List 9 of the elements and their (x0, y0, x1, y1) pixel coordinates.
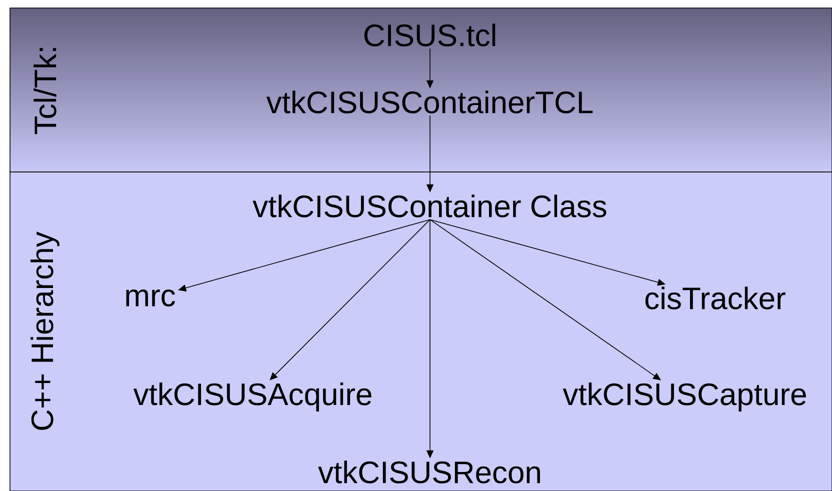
class-label: vtkCISUSContainerTCL (266, 90, 593, 114)
class-label: cisTracker (645, 286, 786, 310)
class-label: vtkCISUSRecon (318, 460, 540, 484)
class-label: CISUS.tcl (364, 24, 496, 46)
class-label: mrc (126, 290, 175, 306)
arrow (270, 219, 430, 380)
class-label: vtkCISUSCapture (562, 382, 806, 412)
class-label: vtkCISUSAcquire (133, 382, 372, 412)
class-label: vtkCISUSContainer Class (252, 194, 606, 218)
